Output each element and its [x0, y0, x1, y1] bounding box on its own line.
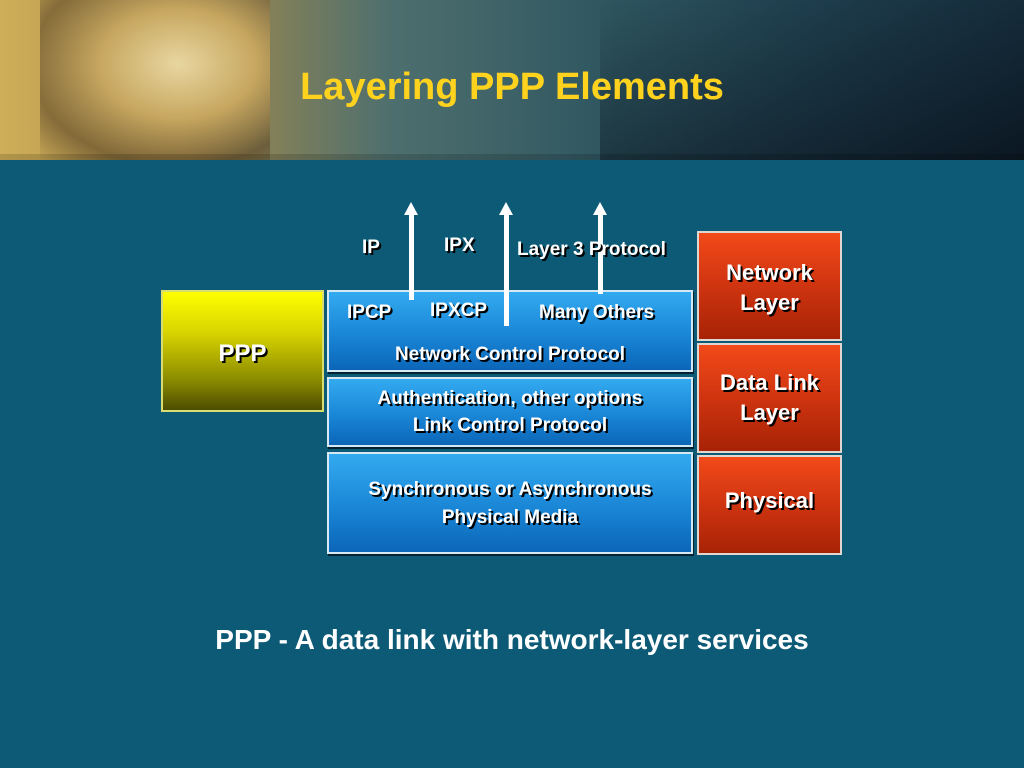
header-photo-laptop: [600, 0, 1024, 160]
physical-media-box: Synchronous or Asynchronous Physical Med…: [327, 452, 693, 554]
data-link-layer-box: Data Link Layer: [697, 343, 842, 453]
many-others-label: Many Others: [539, 302, 655, 323]
physical-layer-box: Physical: [697, 455, 842, 555]
data-link-layer-line1: Data Link: [719, 370, 820, 395]
ncp-label: Network Control Protocol: [394, 344, 626, 365]
arrow-up-icon: [593, 202, 607, 294]
header-divider: [0, 154, 1024, 160]
network-layer-box: Network Layer: [697, 231, 842, 341]
ppp-box: PPP: [161, 290, 324, 412]
ip-label: IP: [362, 237, 380, 258]
ipxcp-label: IPXCP: [430, 300, 488, 321]
media-line2: Physical Media: [441, 507, 579, 528]
header-photo-woman-on-phone: [40, 0, 270, 160]
link-control-protocol-box: Authentication, other options Link Contr…: [327, 377, 693, 447]
lcp-line1: Authentication, other options: [377, 388, 643, 409]
data-link-layer-line2: Layer: [740, 400, 799, 425]
lcp-line2: Link Control Protocol: [412, 415, 608, 436]
slide-title: Layering PPP Elements: [300, 66, 724, 108]
ipx-label: IPX: [444, 235, 475, 256]
ppp-label: PPP: [218, 340, 267, 367]
arrow-up-icon: [499, 202, 513, 326]
network-control-protocol-box: IPCP IPXCP Many Others Network Control P…: [327, 290, 693, 372]
network-layer-line1: Network: [726, 260, 813, 285]
physical-layer-label: Physical: [724, 488, 815, 513]
footer-caption: PPP - A data link with network-layer ser…: [215, 624, 809, 655]
arrow-up-icon: [404, 202, 418, 300]
ipcp-label: IPCP: [347, 302, 392, 323]
header-banner: Layering PPP Elements: [0, 0, 1024, 160]
network-layer-line2: Layer: [740, 290, 799, 315]
media-line1: Synchronous or Asynchronous: [368, 479, 652, 500]
layer3-protocol-label: Layer 3 Protocol: [517, 239, 666, 260]
